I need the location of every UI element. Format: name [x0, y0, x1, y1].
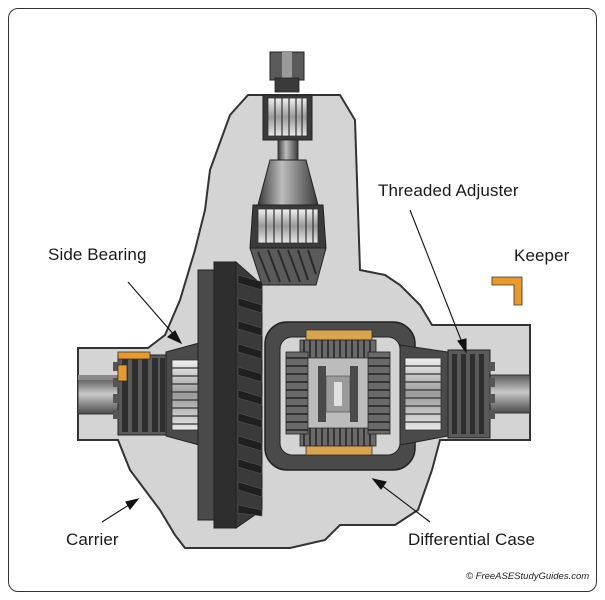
side-bearing-label: Side Bearing [48, 245, 147, 264]
right-side-bearing [399, 344, 449, 446]
right-threaded-adjuster [447, 349, 495, 439]
pinion-assembly [249, 51, 327, 286]
keeper-label: Keeper [514, 246, 570, 265]
leader-lines [101, 209, 467, 523]
keeper-part-icon [491, 276, 523, 306]
carrier-label: Carrier [66, 530, 119, 549]
differential-case-label: Differential Case [408, 530, 536, 549]
right-axle-shaft [489, 374, 531, 414]
threaded-adjuster-label: Threaded Adjuster [378, 181, 519, 200]
ring-gear [197, 260, 263, 529]
spider-gears [285, 339, 391, 447]
left-keeper [117, 351, 151, 382]
upper-thrust-washer [305, 329, 373, 341]
copyright-text: © FreeASEStudyGuides.com [466, 571, 590, 582]
lower-thrust-washer [305, 444, 373, 456]
